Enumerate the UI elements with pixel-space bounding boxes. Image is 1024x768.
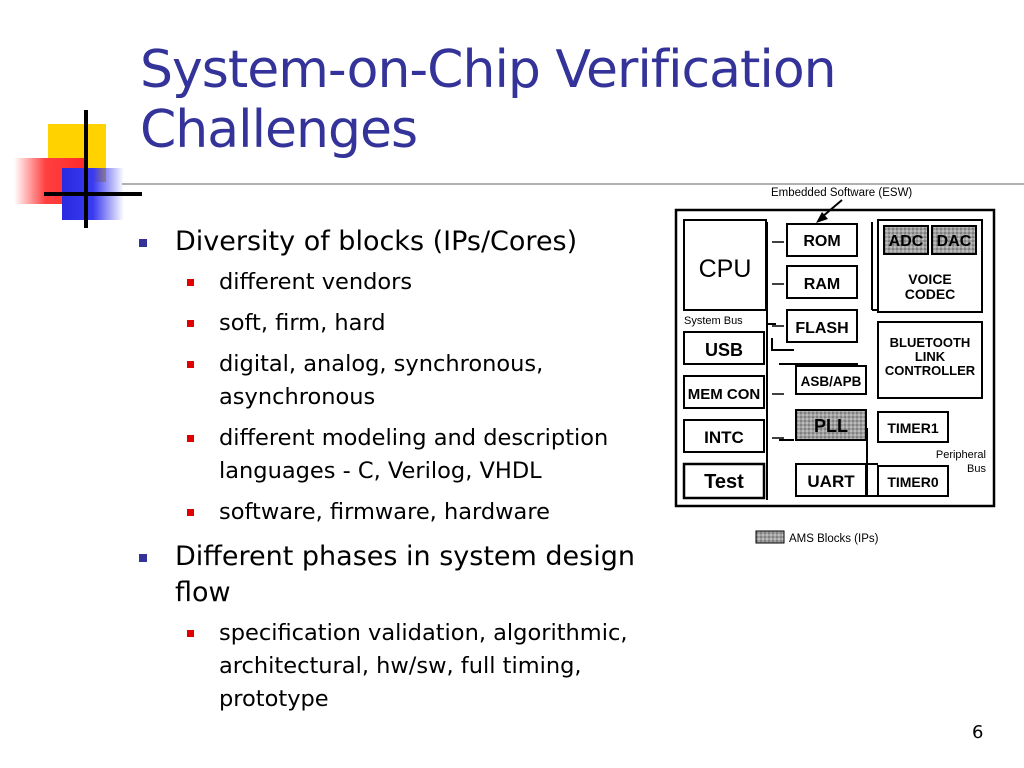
title-line-2: Challenges	[140, 100, 418, 160]
square-bullet-icon	[139, 554, 147, 562]
timer1-label: TIMER1	[887, 420, 939, 436]
bullet-level1: Different phases in system design flow	[137, 539, 697, 611]
dac-block	[931, 225, 977, 255]
bt-label-2: LINK	[915, 349, 946, 364]
square-bullet-icon	[187, 630, 194, 637]
bullet-level2: software, firmware, hardware	[137, 496, 697, 529]
timer1-block	[877, 411, 949, 443]
bullet-text: specification validation, algorithmic, a…	[219, 620, 628, 712]
usb-label: USB	[705, 340, 743, 360]
bullet-level2: soft, firm, hard	[137, 307, 697, 340]
horizontal-line	[44, 192, 142, 196]
rom-label: ROM	[803, 233, 840, 250]
bt-label-1: BLUETOOTH	[890, 335, 971, 350]
adc-label: ADC	[889, 233, 924, 250]
rom-block	[786, 223, 858, 257]
test-block	[682, 462, 766, 500]
adc-block	[883, 225, 929, 255]
decorative-logo	[0, 100, 150, 230]
ram-label: RAM	[804, 276, 840, 293]
bluetooth-block	[877, 321, 983, 399]
intc-block	[683, 419, 765, 453]
bullet-level2: different vendors	[137, 266, 697, 299]
bullet-level1: Diversity of blocks (IPs/Cores)	[137, 224, 697, 260]
timer0-block	[877, 465, 949, 497]
square-bullet-icon	[187, 279, 194, 286]
slide-title: System-on-Chip Verification Challenges	[140, 40, 1000, 160]
esw-arrow	[821, 199, 843, 218]
square-bullet-icon	[187, 320, 194, 327]
usb-block	[683, 331, 765, 365]
asb-label: ASB/APB	[801, 374, 862, 389]
arrow-head-icon	[816, 212, 828, 223]
bullet-text: different vendors	[219, 269, 413, 295]
square-bullet-icon	[187, 435, 194, 442]
memcon-label: MEM CON	[688, 386, 761, 403]
bullet-text: Different phases in system design flow	[175, 541, 635, 608]
bt-label-3: CONTROLLER	[885, 363, 976, 378]
title-rule	[122, 183, 1024, 185]
bullet-level2: digital, analog, synchronous, asynchrono…	[137, 348, 697, 414]
bullet-level2: different modeling and description langu…	[137, 422, 697, 488]
flash-block	[786, 309, 858, 343]
legend-label: AMS Blocks (IPs)	[789, 533, 879, 545]
uart-block	[795, 463, 867, 497]
voice-label-1: VOICE	[908, 271, 952, 287]
legend-swatch	[755, 530, 785, 544]
dac-label: DAC	[937, 233, 972, 250]
ram-block	[786, 265, 858, 299]
bullet-text: digital, analog, synchronous, asynchrono…	[219, 351, 544, 410]
bullet-text: Diversity of blocks (IPs/Cores)	[175, 226, 578, 257]
bullet-text: software, firmware, hardware	[219, 499, 550, 525]
uart-label: UART	[807, 472, 855, 491]
pll-label: PLL	[814, 416, 848, 436]
bullet-text: different modeling and description langu…	[219, 425, 609, 484]
asb-apb-block	[795, 365, 867, 395]
intc-label: INTC	[704, 428, 744, 447]
timer0-label: TIMER0	[887, 474, 939, 490]
memcon-block	[683, 375, 765, 409]
bullet-text: soft, firm, hard	[219, 310, 386, 336]
peripheral-label-1: Peripheral	[936, 449, 986, 461]
soc-boundary	[674, 208, 996, 508]
bus-lines	[766, 222, 878, 500]
peripheral-label-2: Bus	[967, 463, 986, 475]
bullet-list: Diversity of blocks (IPs/Cores) differen…	[137, 224, 697, 724]
page-number: 6	[972, 722, 984, 743]
title-line-1: System-on-Chip Verification	[140, 40, 837, 100]
flash-label: FLASH	[795, 320, 848, 337]
soc-block-diagram: Embedded Software (ESW) CPU System Bus R…	[674, 187, 996, 545]
test-label: Test	[704, 471, 744, 493]
voice-label-2: CODEC	[905, 286, 956, 302]
vertical-line	[84, 110, 88, 228]
cpu-label: CPU	[699, 255, 752, 283]
system-bus-label: System Bus	[684, 315, 743, 327]
pll-block	[795, 409, 867, 441]
square-bullet-icon	[187, 361, 194, 368]
cpu-block	[683, 219, 767, 311]
square-bullet-icon	[139, 239, 147, 247]
bullet-level2: specification validation, algorithmic, a…	[137, 617, 697, 716]
esw-label: Embedded Software (ESW)	[771, 187, 912, 199]
square-bullet-icon	[187, 509, 194, 516]
